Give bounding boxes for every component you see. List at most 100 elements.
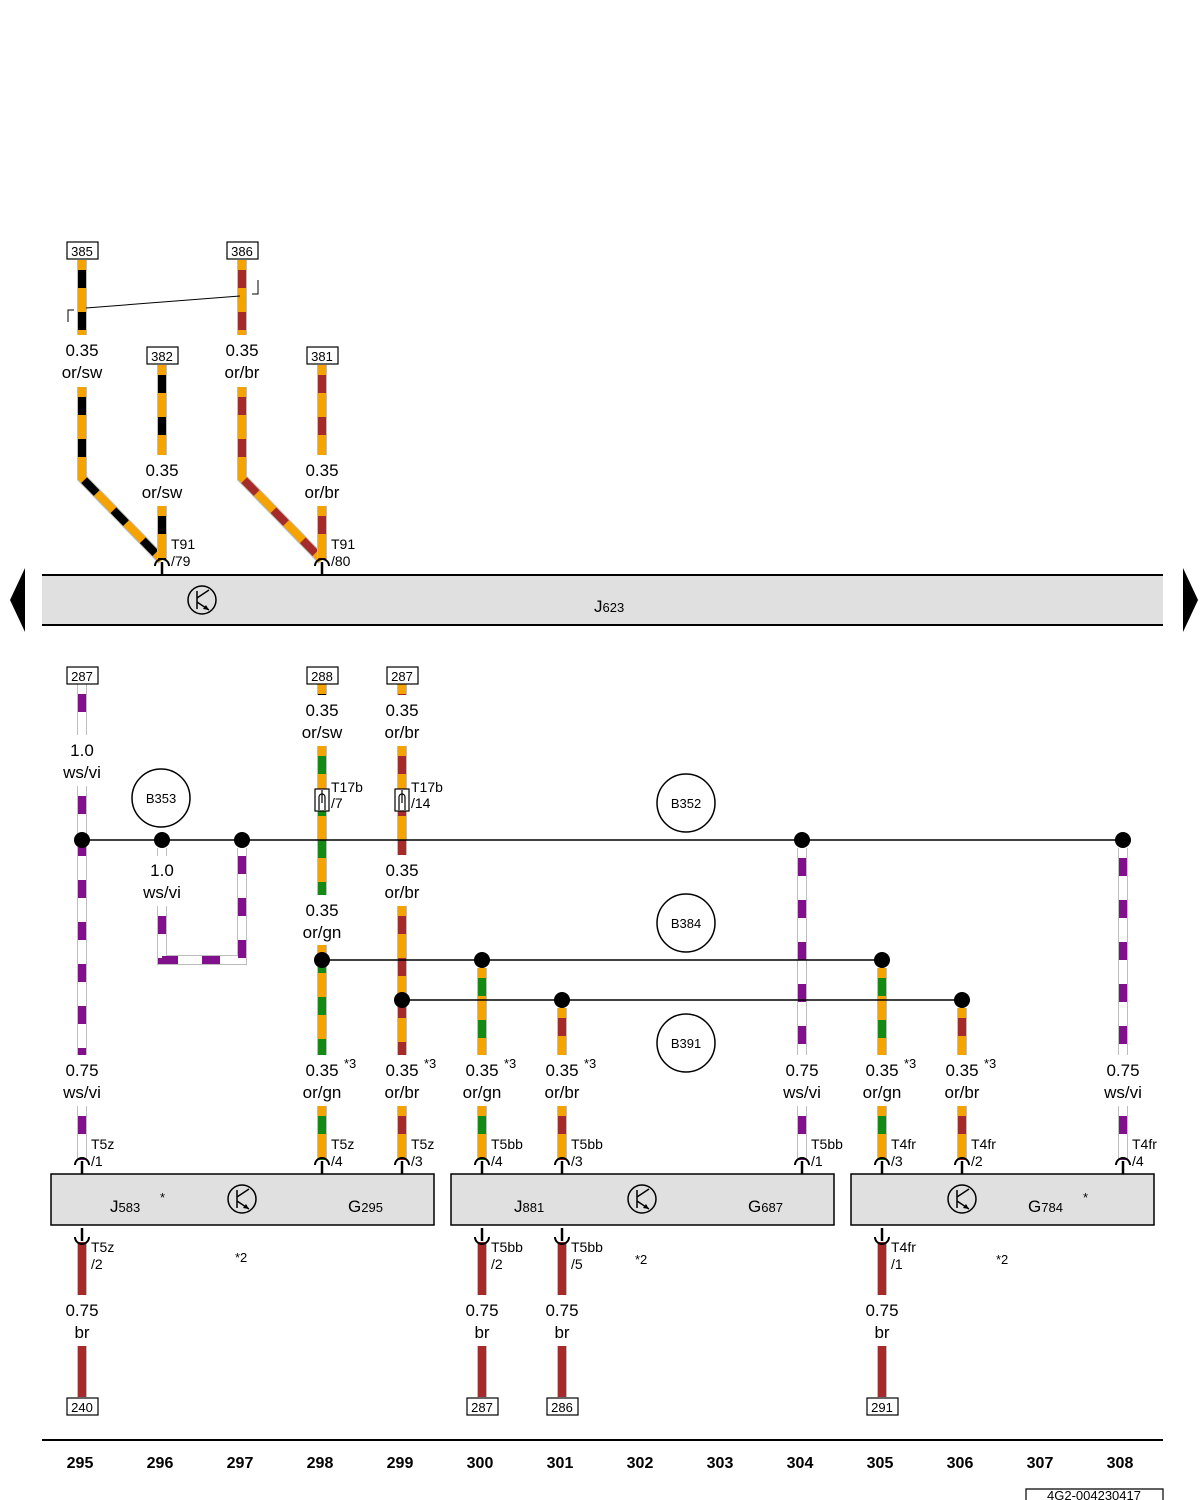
column-number: 305 [867,1455,894,1472]
arrow-right-icon [1183,568,1198,632]
wire-label: 0.35 or/br [305,461,340,502]
pin-label: T4fr [891,1136,916,1152]
ref-box-287: 287 [466,1397,499,1416]
svg-text:286: 286 [551,1400,573,1415]
j583-label: J583 [110,1197,140,1216]
wire-color: br [554,1323,569,1342]
svg-text:ws/vi: ws/vi [62,763,101,782]
j583-star: * [160,1190,165,1205]
column-number: 301 [547,1455,574,1472]
wire-gauge: 0.75 [865,1301,898,1320]
wire-label: 0.35 or/br [385,701,420,742]
t17b-connector-icon [394,788,410,812]
ref-box-385: 385 [66,241,99,260]
wire-note: *3 [424,1056,436,1071]
pin-label: /1 [91,1153,103,1169]
svg-text:0.35: 0.35 [225,341,258,360]
column-number: 298 [307,1455,334,1472]
g295-label: G295 [348,1197,383,1216]
t17b-connector-icon [314,788,330,812]
column-number: 304 [787,1455,814,1472]
svg-text:or/br: or/br [225,363,260,382]
g784-label: G784 [1028,1197,1063,1216]
wire-color: or/br [545,1083,580,1102]
svg-text:0.35: 0.35 [145,461,178,480]
splice-dots [74,832,1131,1008]
splice-dot [234,832,250,848]
pin-label: /2 [491,1256,503,1272]
column-number: 296 [147,1455,174,1472]
svg-text:1.0: 1.0 [70,741,94,760]
svg-text:or/br: or/br [385,723,420,742]
arrow-left-icon [10,568,25,632]
wire-label: 0.35 or/gn [303,901,342,942]
svg-text:287: 287 [391,669,413,684]
svg-text:or/sw: or/sw [142,483,183,502]
svg-text:0.35: 0.35 [385,861,418,880]
pin-label: T5bb [491,1239,523,1255]
wire-label: 0.75 br [865,1301,898,1342]
pin-label: /3 [411,1153,423,1169]
wire-note: *3 [584,1056,596,1071]
wire-or-sw [77,387,166,564]
pin-connector-icon [954,1157,970,1174]
pin-label: T4fr [1132,1136,1157,1152]
wire-color: or/gn [863,1083,902,1102]
splice-dot [394,992,410,1008]
svg-text:287: 287 [471,1400,493,1415]
pin-connector-icon [474,1228,490,1245]
splice-dot [154,832,170,848]
pin-connector-icon [1115,1157,1131,1174]
svg-text:240: 240 [71,1400,93,1415]
splice-dot [554,992,570,1008]
svg-text:0.35: 0.35 [305,461,338,480]
pin-label: T5z [331,1136,354,1152]
wire-gauge: 0.35 [385,1061,418,1080]
column-number: 299 [387,1455,414,1472]
wire-color: br [474,1323,489,1342]
ref-box-381: 381 [306,346,339,365]
wire-label: 1.0 ws/vi [62,741,101,782]
pin-label: T5bb [491,1136,523,1152]
wire-gauge: 0.75 [785,1061,818,1080]
svg-text:ws/vi: ws/vi [142,883,181,902]
ref-box-240: 240 [66,1397,99,1416]
wire-color: br [74,1323,89,1342]
pin-label: T91 [171,536,195,552]
splice-dot [954,992,970,1008]
wire-gauge: 0.75 [1106,1061,1139,1080]
pin-label: T4fr [891,1239,916,1255]
pin-connector-icon [554,1157,570,1174]
column-number: 297 [227,1455,254,1472]
wire-label: 1.0 ws/vi [142,861,181,902]
pin-connector-icon [154,558,170,575]
ref-box-287: 287 [66,666,99,685]
transistor-icon [227,1184,257,1214]
wire-note: *3 [504,1056,516,1071]
pin-label: T5z [91,1239,114,1255]
svg-text:386: 386 [231,244,253,259]
wire-note: *3 [344,1056,356,1071]
pin-label: T5bb [571,1136,603,1152]
svg-text:0.35: 0.35 [305,901,338,920]
pin-label: T4fr [971,1136,996,1152]
ref-box-382: 382 [146,346,179,365]
wire-color: br [874,1323,889,1342]
pin-label: T5bb [571,1239,603,1255]
pin-connector-icon [794,1157,810,1174]
top-bracket-right [252,280,259,295]
wire-label: 0.35 or/br [385,861,420,902]
wire-gauge: 0.75 [545,1301,578,1320]
pin-connector-icon [394,1157,410,1174]
ref-box-288: 288 [306,666,339,685]
pin-label: /79 [171,553,191,569]
svg-text:0.35: 0.35 [305,701,338,720]
pin-connector-icon [314,1157,330,1174]
wire-gauge: 0.35 [545,1061,578,1080]
